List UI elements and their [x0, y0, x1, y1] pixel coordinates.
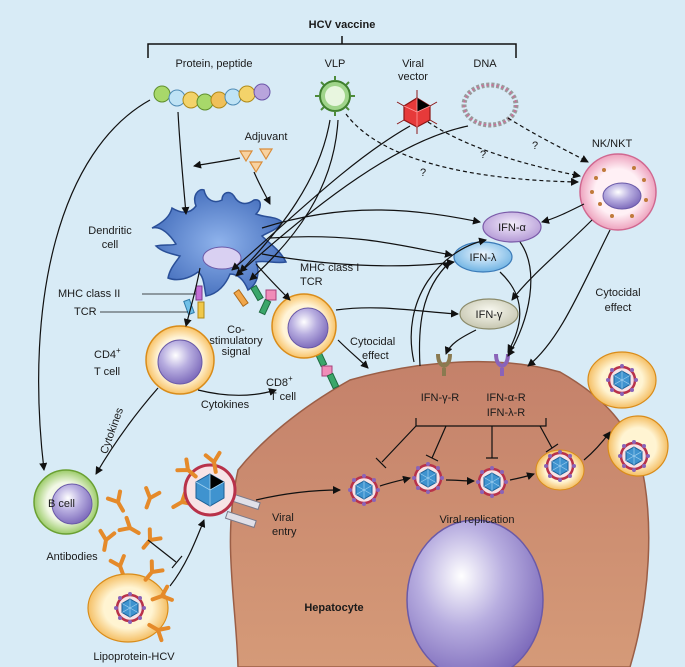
b-cell-label: B cell: [48, 498, 75, 510]
dendritic-nucleus: [202, 246, 242, 270]
ifn-alpha-r-label: IFN-α-R: [486, 392, 525, 404]
budding-vesicle: [535, 448, 585, 491]
costim-label-3: signal: [222, 346, 251, 358]
virus-replication-2: [410, 460, 446, 496]
cytokines-horizontal-label: Cytokines: [201, 399, 250, 411]
hepatocyte-cell: [229, 360, 650, 667]
nk-nkt-cell: [579, 153, 657, 231]
vlp-particle-icon: [315, 76, 355, 116]
antibody-block-line: [147, 539, 183, 569]
ifn-lambda-label: IFN-λ: [470, 252, 497, 264]
dendritic-label-2: cell: [102, 239, 119, 251]
tcr-left-label: TCR: [74, 306, 97, 318]
costim-label-2: stimulatory: [209, 335, 263, 347]
viral-vector-label-1: Viral: [402, 58, 424, 70]
question-mark-1: ?: [420, 167, 426, 179]
cytocidal-nk-label-2: effect: [605, 302, 632, 314]
dashed-arrow-layer: [345, 113, 589, 186]
cd8-t-cell: [271, 293, 337, 359]
cytocidal-label-1: Cytocidal: [350, 336, 395, 348]
mhc-class-i-complex: [233, 284, 277, 316]
vaccine-bracket: [147, 36, 517, 58]
ifn-gamma-r-label: IFN-γ-R: [421, 392, 460, 404]
ifn-gamma-receptor: [436, 353, 452, 376]
arrow-layer: [38, 99, 611, 587]
ifn-gamma-label: IFN-γ: [476, 309, 503, 321]
cytocidal-label-2: effect: [362, 350, 389, 362]
ifn-inhibition-bracket: [375, 418, 559, 469]
viral-vector-label-2: vector: [398, 71, 428, 83]
lipoprotein-hcv: [87, 559, 174, 643]
cytocidal-nk-label-1: Cytocidal: [595, 287, 640, 299]
ifn-alpha-bubble: IFN-α: [482, 211, 542, 243]
adjuvant-label: Adjuvant: [245, 131, 288, 143]
virus-replication-1: [346, 472, 382, 508]
ifn-lambda-r-label: IFN-λ-R: [487, 407, 526, 419]
virus-replication-3: [474, 464, 510, 500]
hepatocyte-label: Hepatocyte: [304, 602, 363, 614]
viral-entry-label-1: Viral: [272, 512, 294, 524]
antibodies-group: [95, 486, 195, 580]
cd4-label-2: T cell: [94, 366, 120, 378]
mhc-class-i-label: MHC class I: [300, 262, 359, 274]
question-mark-2: ?: [480, 149, 486, 161]
ifn-gamma-bubble: IFN-γ: [459, 298, 519, 330]
mhc-class-ii-complex: [183, 285, 205, 319]
vaccine-title: HCV vaccine: [309, 19, 376, 31]
question-mark-3: ?: [532, 140, 538, 152]
lipoprotein-label: Lipoprotein-HCV: [93, 651, 175, 663]
dendritic-label-1: Dendritic: [88, 225, 132, 237]
dendritic-cell: [151, 188, 288, 297]
peptide-chain-icon: [153, 83, 271, 111]
ifn-lambda-bubble: IFN-λ: [453, 241, 513, 273]
dna-label: DNA: [473, 58, 497, 70]
ifn-alpha-label: IFN-α: [498, 222, 526, 234]
costim-label-1: Co-: [227, 324, 245, 336]
adjuvant-icon: [238, 148, 274, 174]
mhc-class-ii-label: MHC class II: [58, 288, 120, 300]
cd8-tcr-complex: [314, 350, 340, 390]
cd4-label-1: CD4+: [94, 346, 121, 361]
entering-virus: [175, 450, 261, 529]
viral-replication-label: Viral replication: [439, 514, 514, 526]
ifn-alpha-receptor: [494, 353, 510, 376]
cd8-label-2: T cell: [270, 391, 296, 403]
tcr-right-label: TCR: [300, 276, 323, 288]
nk-nkt-label: NK/NKT: [592, 138, 633, 150]
viral-entry-label-2: entry: [272, 526, 297, 538]
released-particle-2: [607, 415, 669, 477]
released-particle-1: [587, 351, 657, 409]
hepatocyte-nucleus: [406, 519, 544, 667]
dna-plasmid-icon: [461, 82, 519, 128]
protein-label: Protein, peptide: [175, 58, 252, 70]
cd8-label-1: CD8+: [266, 374, 293, 389]
antibodies-label: Antibodies: [46, 551, 98, 563]
b-cell: [33, 469, 99, 535]
cd4-t-cell: [145, 325, 215, 395]
viral-vector-icon: [396, 90, 438, 134]
vlp-label: VLP: [325, 58, 346, 70]
